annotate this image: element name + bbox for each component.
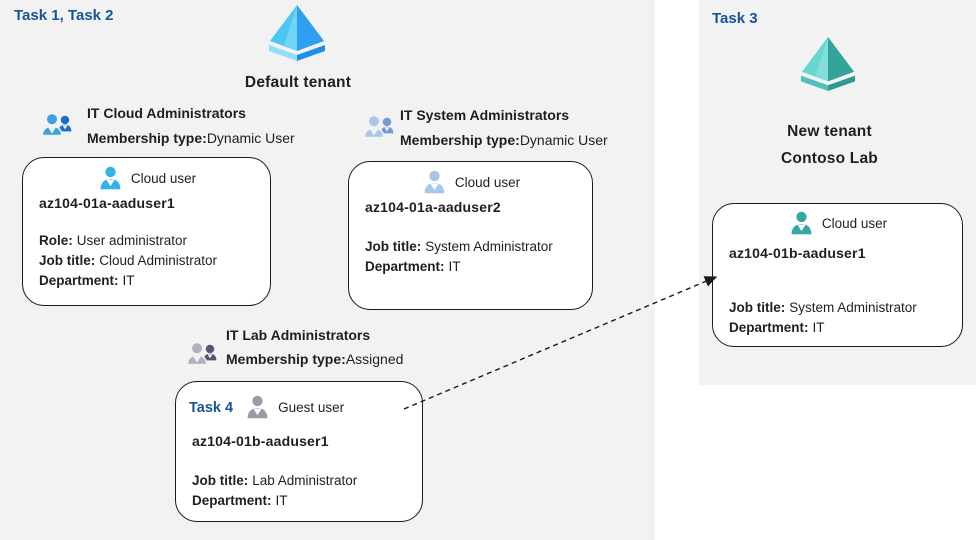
field-row: Job title:Lab Administrator (192, 473, 358, 488)
group-name: IT Lab Administrators (226, 327, 371, 343)
field-row: Department:IT (365, 259, 461, 274)
user-card: Cloud user az104-01a-aaduser1 Role:User … (22, 157, 271, 306)
group-header: IT Cloud Administrators Membership type:… (87, 101, 295, 151)
username: az104-01b-aaduser1 (729, 245, 866, 261)
tenant-name-line2: Contoso Lab (781, 150, 878, 167)
user-fields: Job title:System Administrator Departmen… (365, 237, 553, 277)
cloud-user-icon (97, 165, 124, 192)
card-header: Cloud user (713, 210, 962, 237)
card-header: Cloud user (349, 169, 592, 196)
user-group-icon (40, 110, 74, 140)
field-row: Department:IT (192, 493, 288, 508)
field-row: Job title:System Administrator (729, 300, 917, 315)
user-fields: Job title:Lab Administrator Department:I… (192, 471, 357, 511)
tenant-name-line1: New tenant (787, 123, 872, 140)
user-fields: Role:User administrator Job title:Cloud … (39, 231, 217, 291)
user-type-label: Cloud user (454, 175, 521, 190)
card-header: Cloud user (23, 165, 270, 192)
task-4-label: Task 4 (189, 399, 234, 416)
cloud-user-icon (788, 210, 815, 237)
default-tenant-panel: Task 1, Task 2 Default tenant (0, 0, 655, 540)
user-type-label: Cloud user (821, 216, 888, 231)
task-3-label: Task 3 (712, 10, 758, 27)
user-card: Cloud user az104-01a-aaduser2 Job title:… (348, 161, 593, 310)
user-group-icon (185, 339, 219, 369)
field-row: Role:User administrator (39, 233, 188, 248)
group-header: IT System Administrators Membership type… (400, 103, 608, 153)
username: az104-01b-aaduser1 (192, 433, 329, 449)
user-type-label: Cloud user (130, 171, 197, 186)
default-tenant-title: Default tenant (244, 74, 352, 91)
task-1-2-label: Task 1, Task 2 (14, 7, 114, 24)
azure-ad-tenant-icon (259, 4, 335, 62)
user-type-label: Guest user (278, 400, 345, 415)
group-name: IT Cloud Administrators (87, 105, 246, 121)
guest-user-card: Task 4 Guest user az104-01b-aaduser1 Job… (175, 381, 423, 522)
group-membership: Membership type:Dynamic User (87, 130, 295, 146)
group-membership: Membership type:Dynamic User (400, 132, 608, 148)
user-card: Cloud user az104-01b-aaduser1 Job title:… (712, 203, 963, 347)
azure-ad-tenant-icon (792, 36, 864, 92)
new-tenant-panel: Task 3 New tenant Contoso Lab (699, 0, 976, 385)
user-fields: Job title:System Administrator Departmen… (729, 298, 917, 338)
username: az104-01a-aaduser2 (365, 199, 501, 215)
user-group-icon (362, 112, 396, 142)
field-row: Job title:Cloud Administrator (39, 253, 218, 268)
cloud-user-icon (421, 169, 448, 196)
group-name: IT System Administrators (400, 107, 570, 123)
card-header: Task 4 Guest user (176, 394, 422, 421)
guest-user-icon (244, 394, 271, 421)
new-tenant-title: New tenant Contoso Lab (712, 118, 947, 172)
group-header: IT Lab Administrators Membership type:As… (226, 323, 403, 371)
field-row: Job title:System Administrator (365, 239, 553, 254)
field-row: Department:IT (39, 273, 135, 288)
group-membership: Membership type:Assigned (226, 351, 404, 367)
field-row: Department:IT (729, 320, 825, 335)
username: az104-01a-aaduser1 (39, 195, 175, 211)
